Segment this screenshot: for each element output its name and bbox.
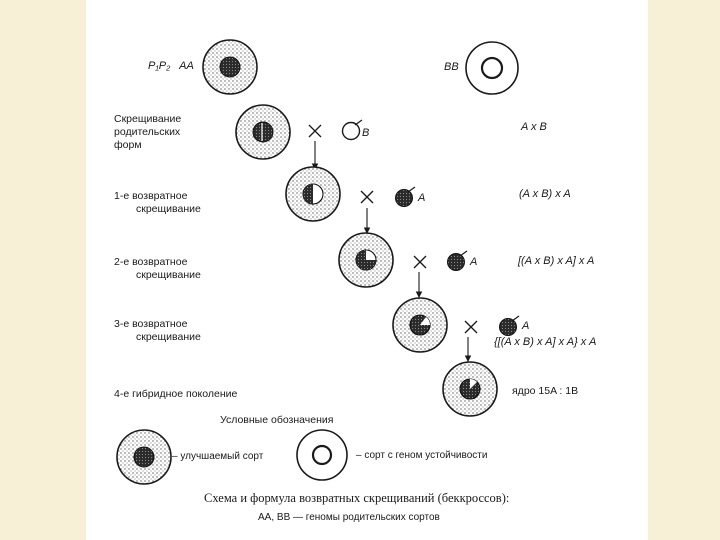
parents-label: P₁P₂ AA [148, 60, 194, 73]
gamete-b-label: B [362, 127, 370, 139]
generation-4-label: 4-е гибридное поколение [114, 388, 238, 400]
step-4-label: 3-е возвратное скрещивание [114, 318, 201, 344]
step-4-line-2: скрещивание [136, 331, 201, 343]
cross-sign-4 [464, 320, 478, 334]
step-1-line-2: родительских [114, 126, 181, 138]
cross-4-cell [392, 297, 448, 353]
step-2-formula: (A x B) x A [519, 188, 571, 200]
step-4-formula: {[(A x B) x A] x A} x A [494, 336, 597, 348]
legend-improved-symbol [116, 429, 172, 485]
cross-2-cell [285, 166, 341, 222]
step-2-label: 1-е возвратное скрещивание [114, 190, 201, 216]
aa-label: AA [179, 60, 194, 72]
legend-resistant-text: – сорт с геном устойчивости [356, 450, 488, 461]
step-3-line-2: скрещивание [136, 269, 201, 281]
legend-improved-text: – улучшаемый сорт [172, 451, 264, 462]
bb-label: BB [444, 61, 459, 73]
parent-aa-cell [202, 39, 258, 95]
step-2-line-1: 1-е возвратное [114, 190, 188, 202]
step-4-line-1: 3-е возвратное [114, 318, 188, 330]
step-1-line-3: форм [114, 139, 142, 151]
step-1-label: Скрещивание родительских форм [114, 113, 181, 152]
cross-sign-1 [308, 124, 322, 138]
caption-line-1: Схема и формула возвратных скрещиваний (… [204, 491, 510, 505]
gamete-a-3 [499, 315, 520, 336]
cross-3-cell [338, 232, 394, 288]
step-3-formula: [(A x B) x A] x A [518, 255, 595, 267]
gamete-a-2-label: A [470, 256, 478, 268]
step-1-line-1: Скрещивание [114, 113, 182, 125]
legend-title: Условные обозначения [220, 414, 334, 426]
step-1-formula: A x B [521, 121, 547, 133]
gamete-a-1 [395, 186, 416, 207]
gamete-a-2 [447, 250, 468, 271]
cross-1-cell [235, 104, 291, 160]
generation-4-cell [442, 361, 498, 417]
gamete-b [341, 119, 363, 141]
gamete-a-1-label: A [418, 192, 426, 204]
step-3-line-1: 2-е возвратное [114, 256, 188, 268]
step-2-line-2: скрещивание [136, 203, 201, 215]
caption-line-2: AA, BB — геномы родительских сортов [258, 512, 440, 523]
parent-bb-cell [465, 41, 519, 95]
step-3-label: 2-е возвратное скрещивание [114, 256, 201, 282]
cross-sign-3 [413, 255, 427, 269]
cross-sign-2 [360, 190, 374, 204]
gamete-a-3-label: A [522, 320, 530, 332]
p1p2-label: P₁P₂ [148, 60, 171, 72]
nucleus-ratio: ядро 15A : 1B [512, 385, 579, 397]
legend-resistant-symbol [296, 429, 348, 481]
